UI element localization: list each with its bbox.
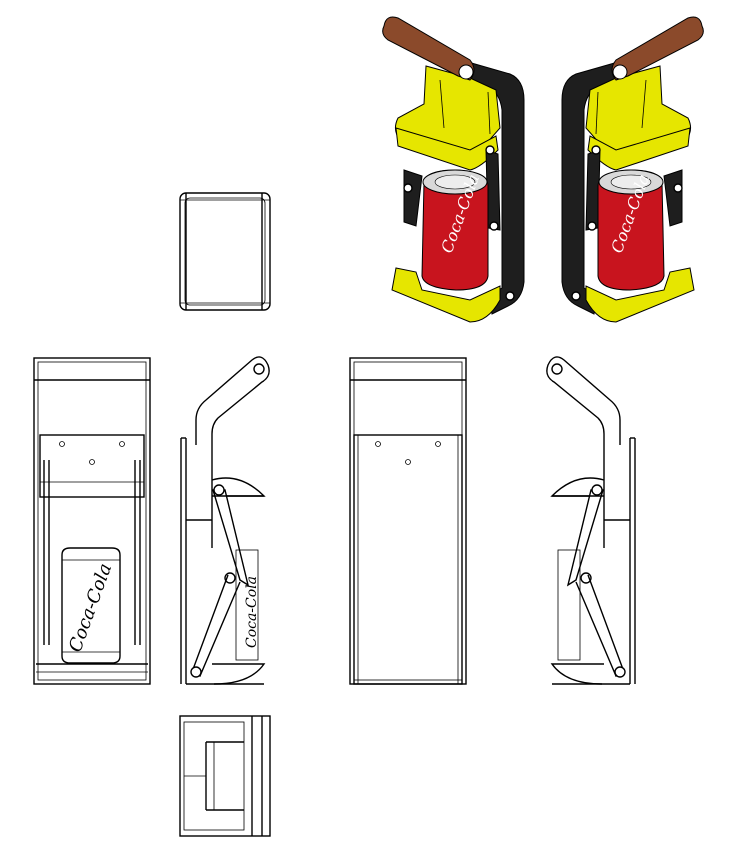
isometric-view-left: Coca-Cola	[382, 16, 525, 323]
can-logo-side-left: Coca-Cola	[244, 576, 260, 648]
bottom-view	[179, 715, 271, 837]
top-view	[179, 192, 271, 311]
side-view-left: Coca-Cola	[180, 356, 270, 685]
can-iso-left: Coca-Cola	[421, 169, 489, 291]
can-iso-right	[597, 169, 665, 291]
side-view-right	[546, 356, 636, 685]
front-view: Coca-Cola	[33, 357, 151, 685]
isometric-view-right	[561, 16, 704, 323]
can-front: Coca-Cola	[61, 547, 121, 664]
back-view	[349, 357, 467, 685]
